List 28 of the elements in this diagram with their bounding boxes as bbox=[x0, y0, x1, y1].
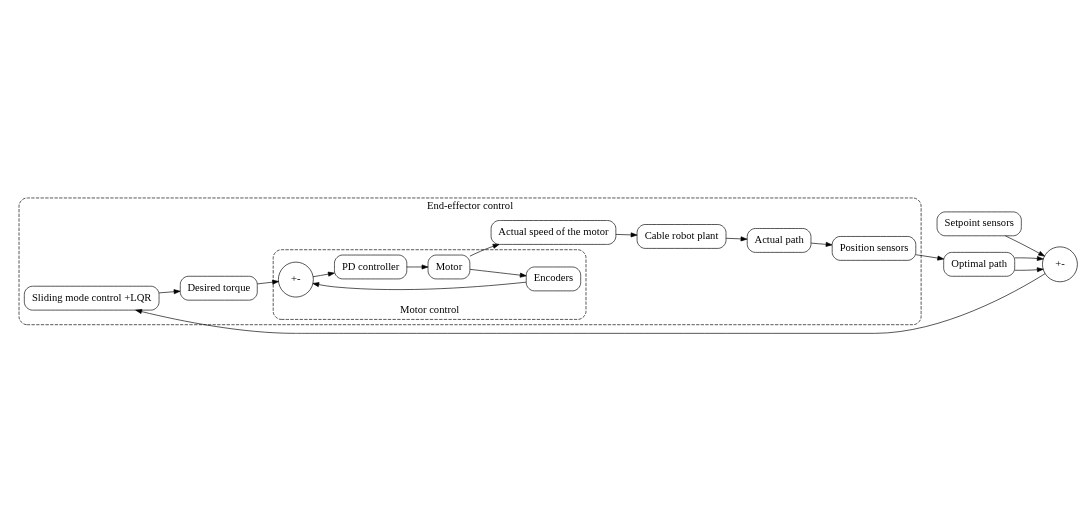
arrow bbox=[158, 288, 181, 294]
arrow bbox=[406, 264, 429, 269]
node-box: Optimal path bbox=[943, 251, 1016, 277]
arrow bbox=[257, 279, 279, 285]
node-box: Position sensors bbox=[831, 235, 917, 261]
node-box: Desired torque bbox=[179, 275, 258, 300]
arrow bbox=[810, 241, 833, 247]
arrow bbox=[135, 272, 1046, 334]
node-box: Sliding mode control +LQR bbox=[24, 285, 160, 310]
node-box: Setpoint sensors bbox=[936, 211, 1022, 236]
node-box: Encoders bbox=[525, 266, 581, 291]
arrow bbox=[469, 268, 527, 278]
arrow bbox=[1014, 255, 1044, 261]
arrow bbox=[1005, 235, 1045, 256]
node-box: PD controller bbox=[334, 254, 408, 279]
arrow bbox=[312, 271, 335, 277]
node-circle: +- bbox=[1042, 246, 1078, 282]
arrow bbox=[725, 235, 748, 241]
node-box: Motor bbox=[427, 254, 471, 279]
arrow bbox=[469, 243, 500, 256]
arrow bbox=[915, 253, 944, 260]
node-box: Actual path bbox=[746, 227, 812, 253]
arrow bbox=[1014, 266, 1044, 272]
node-box: Actual speed of the motor bbox=[490, 219, 617, 245]
arrow bbox=[312, 281, 527, 290]
node-box: Cable robot plant bbox=[636, 223, 727, 249]
node-circle: +- bbox=[278, 261, 314, 297]
arrow bbox=[615, 231, 638, 237]
